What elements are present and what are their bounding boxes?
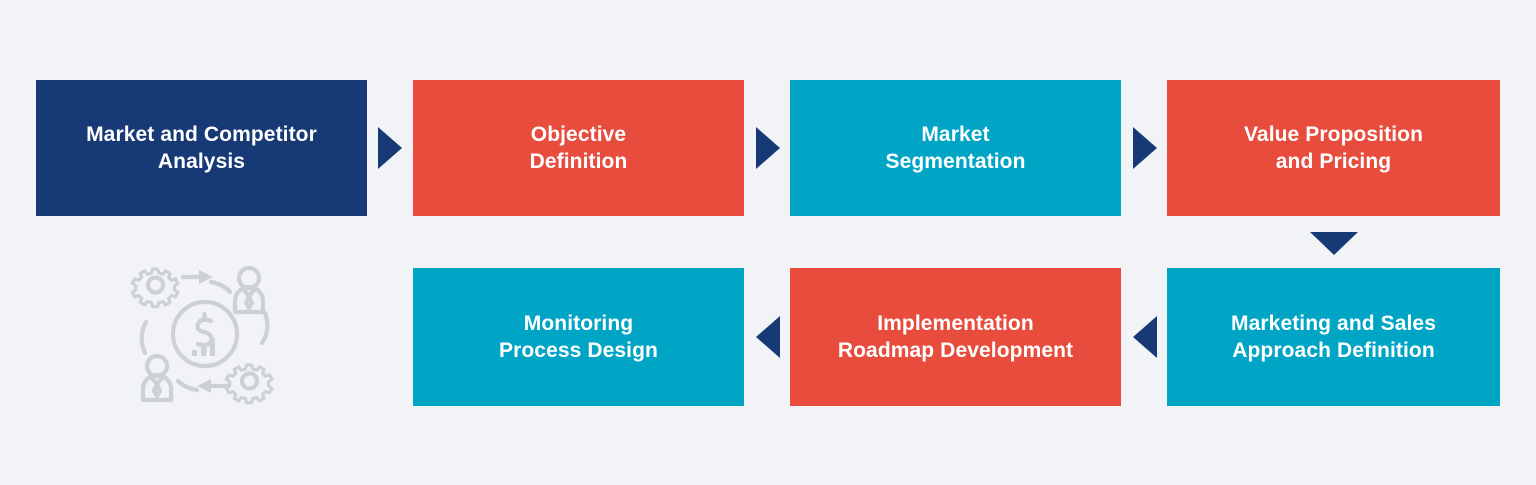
arrow-step5-to-step6-icon [1133, 316, 1157, 358]
process-step-value-proposition-and-pricing[interactable]: Value Proposition and Pricing [1167, 80, 1500, 216]
process-step-implementation-roadmap-development[interactable]: Implementation Roadmap Development [790, 268, 1121, 406]
cycle-arrowhead-top [199, 270, 213, 284]
arrow-step3-to-step4-icon [1133, 127, 1157, 169]
process-step-marketing-and-sales-approach-definition[interactable]: Marketing and Sales Approach Definition [1167, 268, 1500, 406]
process-step-objective-definition[interactable]: Objective Definition [413, 80, 744, 216]
business-process-cycle-icon [130, 265, 274, 405]
process-step-monitoring-process-design[interactable]: Monitoring Process Design [413, 268, 744, 406]
arrow-step2-to-step3-icon [756, 127, 780, 169]
process-step-market-and-competitor-analysis[interactable]: Market and Competitor Analysis [36, 80, 367, 216]
arrow-step4-to-step5-icon [1310, 232, 1358, 255]
arrow-step1-to-step2-icon [378, 127, 402, 169]
arrow-step6-to-step7-icon [756, 316, 780, 358]
cycle-arrowhead-bottom [197, 379, 211, 393]
process-step-market-segmentation[interactable]: Market Segmentation [790, 80, 1121, 216]
